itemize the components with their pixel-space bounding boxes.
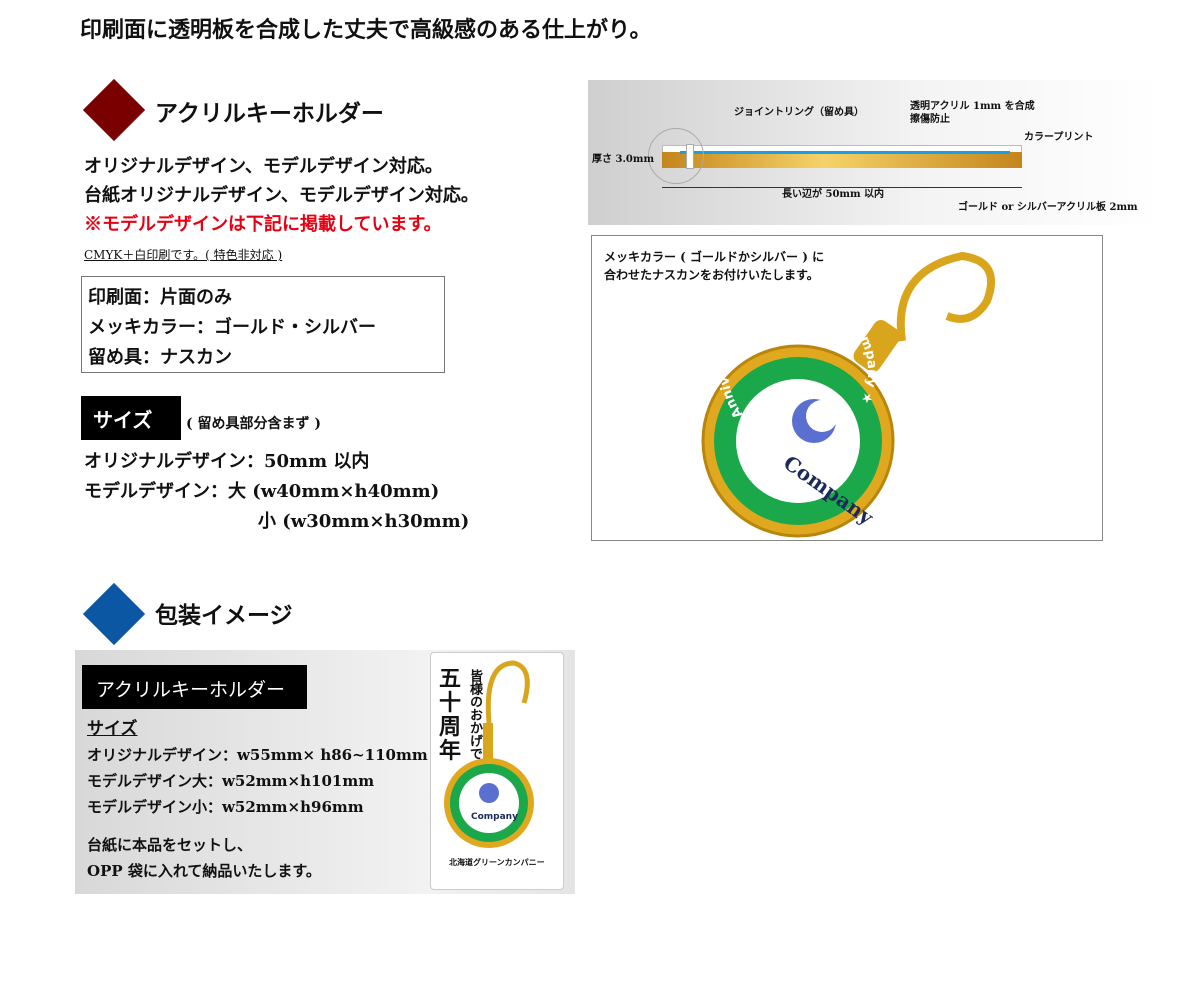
packaging-size-line: モデルデザイン小：w52mm×h96mm	[87, 798, 364, 816]
keychain-illustration: 50years Anniversary Hokkaido Green Compa…	[701, 251, 995, 538]
packaging-desc: OPP 袋に入れて納品いたします。	[87, 862, 321, 880]
red-note: ※モデルデザインは下記に掲載しています。	[84, 214, 442, 235]
section-title-keyholder: アクリルキーホルダー	[155, 100, 384, 127]
card-keychain: Company	[444, 660, 534, 848]
packaging-sizes: サイズ オリジナルデザイン：w55mm× h86~110mm モデルデザイン大：…	[87, 716, 428, 884]
photo-caption: 合わせたナスカンをお付けいたします。	[604, 268, 819, 282]
size-note: ( 留め具部分含まず )	[186, 416, 321, 432]
label-length: 長い辺が 50mm 以内	[782, 189, 885, 200]
packaging-size-line: モデルデザイン大：w52mm×h101mm	[87, 772, 375, 790]
size-tag: サイズ	[81, 396, 181, 440]
cmyk-note: CMYK＋白印刷です。( 特色非対応 )	[84, 248, 283, 262]
packaging-tag: アクリルキーホルダー	[82, 665, 307, 709]
label-color-print: カラープリント	[1024, 132, 1094, 143]
section-title-packaging: 包装イメージ	[155, 602, 293, 629]
spec-line: 印刷面：片面のみ	[88, 287, 232, 308]
card-big-text: 五十周年	[439, 666, 462, 764]
backing-card: 五十周年 皆様のおかげで Company 北海道グリーンカンパニー	[430, 652, 564, 890]
product-photo: メッキカラー ( ゴールドかシルバー ) に 合わせたナスカンをお付けいたします…	[591, 235, 1103, 541]
spec-line: メッキカラー：ゴールド・シルバー	[88, 317, 376, 338]
spec-line: 留め具：ナスカン	[88, 347, 232, 368]
size-line: モデルデザイン：大 (w40mm×h40mm)	[84, 481, 440, 502]
card-logo-text: Company	[471, 812, 518, 822]
spec-box: 印刷面：片面のみ メッキカラー：ゴールド・シルバー 留め具：ナスカン	[81, 276, 445, 373]
size-list: オリジナルデザイン：50mm 以内 モデルデザイン：大 (w40mm×h40mm…	[84, 447, 469, 537]
packaging-desc: 台紙に本品をセットし、	[87, 836, 253, 854]
structure-diagram: ジョイントリング（留め具） 透明アクリル 1mm を合成 擦傷防止 カラープリン…	[588, 80, 1160, 225]
gold-plate	[662, 152, 1022, 168]
diamond-icon	[82, 78, 146, 142]
label-joint: ジョイントリング（留め具）	[734, 107, 864, 118]
packaging-panel: アクリルキーホルダー サイズ オリジナルデザイン：w55mm× h86~110m…	[75, 650, 575, 894]
feature-line: 台紙オリジナルデザイン、モデルデザイン対応。	[84, 185, 479, 206]
diamond-icon	[82, 582, 146, 646]
size-line: 小 (w30mm×h30mm)	[258, 511, 470, 532]
size-line: オリジナルデザイン：50mm 以内	[84, 451, 370, 472]
feature-list: オリジナルデザイン、モデルデザイン対応。 台紙オリジナルデザイン、モデルデザイン…	[84, 152, 479, 239]
label-base: ゴールド or シルバーアクリル板 2mm	[958, 202, 1138, 213]
label-scratch: 擦傷防止	[910, 114, 950, 125]
card-footer: 北海道グリーンカンパニー	[449, 857, 545, 867]
packaging-size-line: オリジナルデザイン：w55mm× h86~110mm	[87, 746, 428, 764]
card-small-text: 皆様のおかげで	[467, 669, 482, 760]
feature-line: オリジナルデザイン、モデルデザイン対応。	[84, 156, 443, 177]
label-clear: 透明アクリル 1mm を合成	[910, 101, 1035, 112]
headline: 印刷面に透明板を合成した丈夫で高級感のある仕上がり。	[80, 17, 652, 43]
packaging-size-heading: サイズ	[87, 719, 138, 739]
photo-caption: メッキカラー ( ゴールドかシルバー ) に	[604, 250, 825, 264]
label-thickness: 厚さ 3.0mm	[592, 154, 655, 165]
